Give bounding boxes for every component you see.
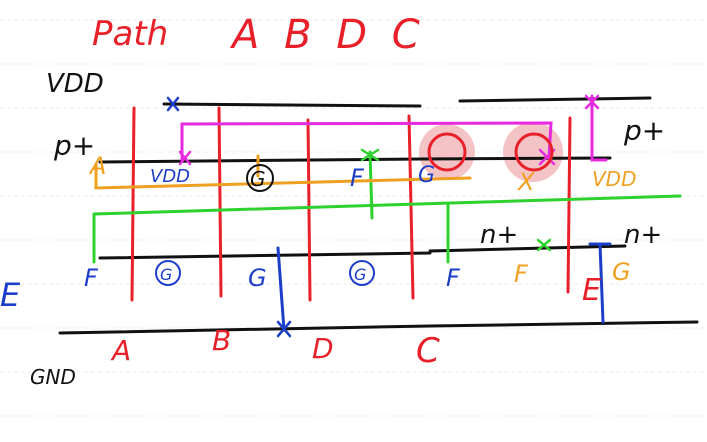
p-node-7: VDD <box>592 167 636 191</box>
p-node-4: F <box>350 164 365 192</box>
title-path: Path <box>92 14 168 54</box>
n-node-2: G <box>160 265 172 284</box>
blue-wiring <box>276 242 612 332</box>
n-node-1: F <box>84 264 99 292</box>
p-node-1: A <box>88 152 106 180</box>
gate-label-c: C <box>416 331 440 371</box>
gate-labels: A B D C <box>110 324 440 371</box>
page-guidelines <box>0 19 707 417</box>
gate-label-b: B <box>212 324 231 357</box>
n-node-2-circle <box>155 260 181 286</box>
n-row-labels: F G G G F F G <box>84 258 631 292</box>
p-node-3-circle <box>246 164 274 192</box>
n-diffusion-line <box>98 244 627 260</box>
gate-line-5 <box>566 116 572 294</box>
n-contact <box>536 238 552 252</box>
gate-line-2 <box>217 106 223 298</box>
output-e-left: E <box>0 276 21 314</box>
n-node-4: G <box>354 265 366 284</box>
p-plus-label-right: p+ <box>623 114 665 147</box>
n-node-5: F <box>446 264 461 292</box>
n-plus-label-right: n+ <box>624 220 662 250</box>
n-node-7: G <box>612 258 631 286</box>
p-node-5: G <box>418 163 435 188</box>
vdd-label: VDD <box>46 69 104 99</box>
p-node-3: G <box>250 167 266 191</box>
output-e-right: E <box>582 273 601 308</box>
gate-label-d: D <box>312 332 334 365</box>
n-node-3: G <box>248 264 267 292</box>
n-plus-label-left: n+ <box>480 220 518 250</box>
p-node-2: VDD <box>150 166 190 187</box>
green-wiring <box>92 150 682 264</box>
highlight-circle-1 <box>419 124 475 180</box>
p-node-6: X <box>516 168 535 196</box>
gate-line-3 <box>306 118 312 302</box>
gate-line-4 <box>407 114 415 300</box>
n-node-4-circle <box>349 260 375 286</box>
gnd-rail <box>58 320 699 335</box>
green-contact <box>360 148 380 162</box>
vdd-contact-right <box>584 94 600 110</box>
vdd-contact <box>166 96 180 112</box>
gnd-contact <box>276 320 292 338</box>
p-contact-1 <box>178 150 192 166</box>
n-node-6: F <box>514 260 529 288</box>
gate-lines <box>130 106 572 302</box>
p-row-labels: A VDD G F G X VDD <box>88 152 636 196</box>
gate-label-a: A <box>110 334 131 367</box>
highlight-circles <box>419 122 563 182</box>
magenta-wiring <box>180 94 608 162</box>
contacts <box>166 94 600 338</box>
title-sequence: A B D C <box>229 12 426 58</box>
gnd-label: GND <box>30 365 76 389</box>
gate-line-1 <box>130 106 136 302</box>
p-plus-label-left: p+ <box>53 129 95 162</box>
vdd-rail <box>162 96 652 108</box>
red-circles <box>427 132 554 172</box>
highlight-circle-2 <box>503 122 563 182</box>
